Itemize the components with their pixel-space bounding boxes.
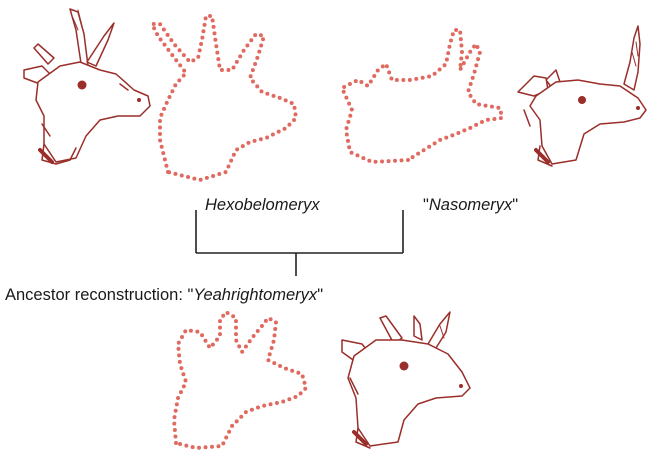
ancestor-prefix: Ancestor reconstruction: ": [5, 286, 194, 304]
nasomeryx-sketch-icon: [517, 25, 647, 167]
ancestor-label: Ancestor reconstruction: "Yeahrightomery…: [5, 286, 323, 305]
ancestor-suffix: ": [317, 286, 324, 304]
hexobelomeryx-sketch-icon: [23, 8, 151, 165]
nasomeryx-label: "Nasomeryx": [423, 196, 518, 215]
nasomeryx-outline-icon: [339, 28, 505, 165]
hexobelomeryx-label: Hexobelomeryx: [205, 196, 320, 214]
ancestor-sketch-icon: [341, 311, 471, 449]
hexobelomeryx-outline-icon: [148, 14, 299, 183]
nasomeryx-close-quote: ": [512, 196, 519, 214]
ancestor-outline-icon: [171, 309, 309, 451]
phylogeny-bracket: [195, 210, 404, 276]
nasomeryx-name: Nasomeryx: [428, 196, 513, 214]
nasomeryx-open-quote: ": [423, 196, 429, 214]
ancestor-name: Yeahrightomeryx: [193, 286, 318, 304]
